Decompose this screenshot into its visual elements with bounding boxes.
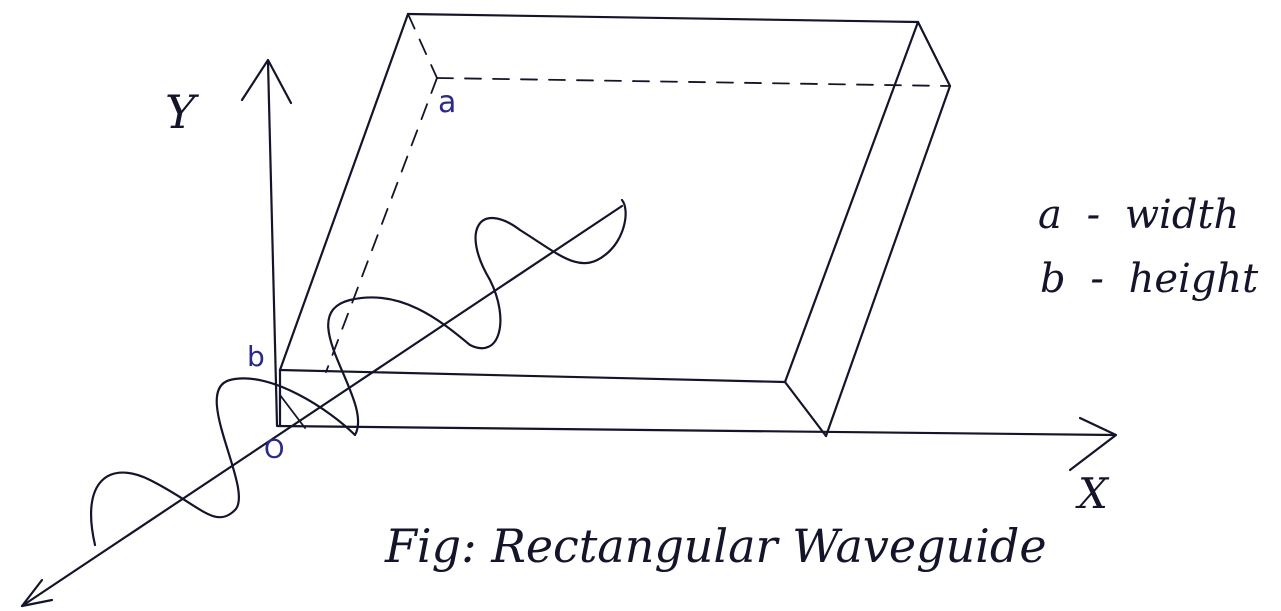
legend-symbol: a (1038, 192, 1062, 238)
propagating-wave (90, 198, 627, 547)
legend-item-width: a - width (1038, 192, 1239, 238)
waveguide-box (278, 12, 952, 438)
dimension-legend: a - width b - height (1038, 192, 1259, 302)
legend-dash: - (1090, 256, 1104, 302)
figure-caption: Fig: Rectangular Waveguide (384, 519, 1047, 573)
y-axis (240, 58, 293, 427)
z-axis (20, 204, 624, 608)
origin-marker (279, 394, 306, 429)
legend-item-height: b - height (1040, 256, 1259, 302)
legend-dash: - (1087, 192, 1101, 238)
legend-symbol: b (1040, 256, 1066, 302)
y-axis-label: Y (165, 85, 200, 139)
x-axis-label: X (1075, 469, 1110, 518)
x-axis (275, 416, 1118, 472)
origin-label: O (264, 435, 284, 465)
legend-meaning: width (1125, 192, 1239, 238)
legend-meaning: height (1129, 256, 1260, 302)
dimension-b-label: b (247, 340, 265, 373)
dimension-a-label: a (438, 85, 456, 120)
